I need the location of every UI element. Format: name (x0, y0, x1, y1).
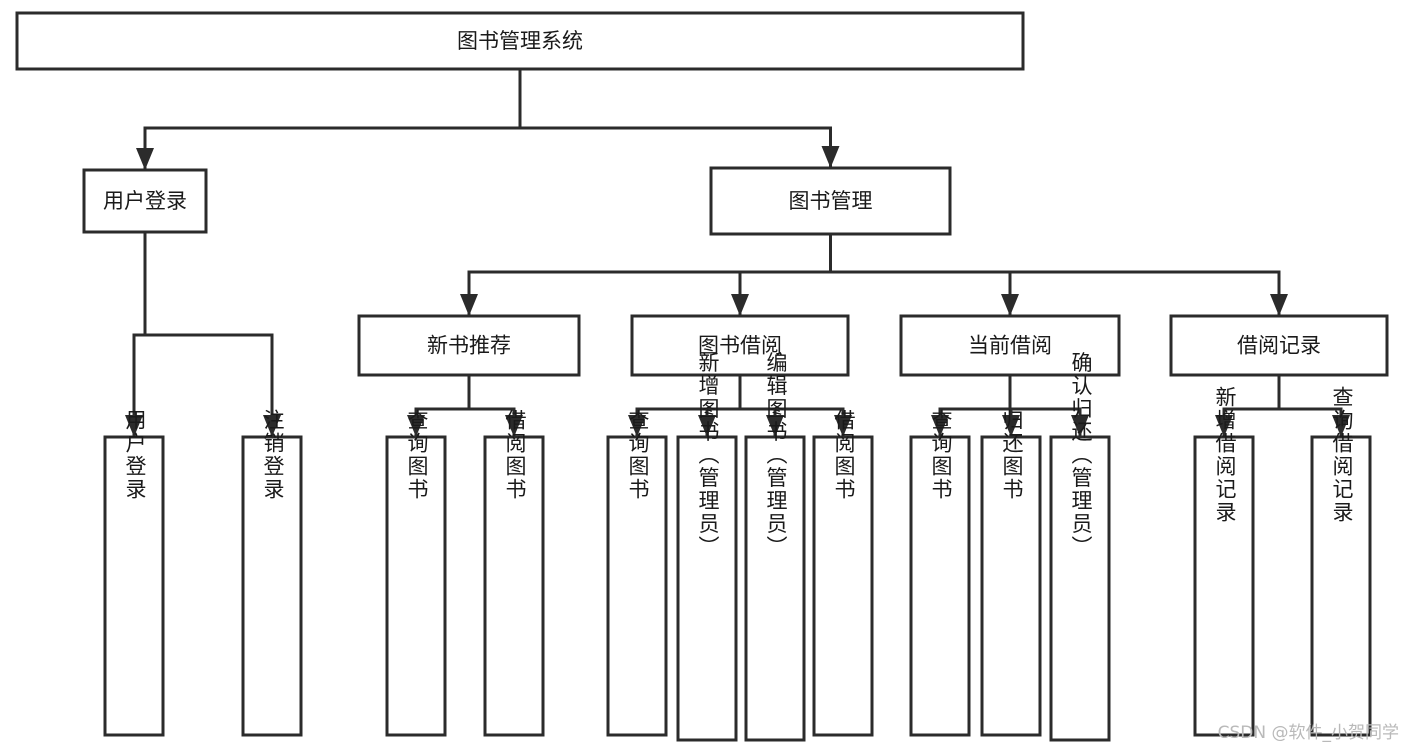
node-box[interactable] (899, 314, 1121, 377)
node-leaf-leaf-user-logout[interactable]: 注销登录 (241, 409, 303, 737)
arrow-head-icon (1215, 415, 1233, 437)
node-leaf-leaf-add-record[interactable]: 新增借阅记录 (1193, 386, 1255, 737)
arrow-head-icon (1270, 294, 1288, 316)
node-leaf-leaf-confirm-return[interactable]: 确认归还（管理员） (1049, 352, 1111, 742)
node-label: 新增借阅记录 (1213, 386, 1237, 524)
node-label: 图书管理 (789, 189, 873, 213)
node-level3-book-borrow[interactable]: 图书借阅 (630, 314, 850, 377)
node-label: 编辑图书（管理员） (764, 352, 788, 559)
node-box[interactable] (676, 435, 738, 742)
node-label: 查询图书 (405, 409, 429, 501)
node-leaf-leaf-query-book-1[interactable]: 查询图书 (385, 409, 447, 737)
connector-layer (125, 67, 1350, 439)
arrow-head-icon (731, 294, 749, 316)
arrow-head-icon (1002, 415, 1020, 437)
node-box[interactable] (1310, 435, 1372, 737)
node-leaf-leaf-add-book[interactable]: 新增图书（管理员） (676, 352, 738, 742)
node-label: 查询图书 (929, 409, 953, 501)
node-box[interactable] (909, 435, 971, 737)
node-label: 借阅图书 (832, 409, 856, 501)
arrow-head-icon (834, 415, 852, 437)
node-box[interactable] (1169, 314, 1389, 377)
node-box[interactable] (483, 435, 545, 737)
node-level3-new-book-rec[interactable]: 新书推荐 (357, 314, 581, 377)
node-root-system[interactable]: 图书管理系统 (15, 11, 1025, 71)
node-leaf-leaf-borrow-book-1[interactable]: 借阅图书 (483, 409, 545, 737)
node-label: 图书管理系统 (457, 29, 583, 53)
node-box[interactable] (15, 11, 1025, 71)
node-box[interactable] (606, 435, 668, 737)
node-box[interactable] (82, 168, 208, 234)
node-layer: 图书管理系统用户登录图书管理新书推荐图书借阅当前借阅借阅记录用户登录注销登录查询… (15, 11, 1389, 742)
node-leaf-leaf-borrow-book-2[interactable]: 借阅图书 (812, 409, 874, 737)
node-level3-borrow-record[interactable]: 借阅记录 (1169, 314, 1389, 377)
node-box[interactable] (630, 314, 850, 377)
node-leaf-leaf-edit-book[interactable]: 编辑图书（管理员） (744, 352, 806, 742)
node-label: 查询图书 (626, 409, 650, 501)
arrow-head-icon (766, 415, 784, 437)
node-label: 查询借阅记录 (1330, 386, 1354, 524)
node-label: 用户登录 (103, 189, 187, 213)
node-label: 归还图书 (1000, 409, 1024, 501)
node-box[interactable] (103, 435, 165, 737)
node-label: 用户登录 (123, 409, 147, 501)
arrow-head-icon (1071, 415, 1089, 437)
node-leaf-leaf-user-login[interactable]: 用户登录 (103, 409, 165, 737)
node-box[interactable] (357, 314, 581, 377)
node-label: 图书借阅 (698, 334, 782, 358)
node-label: 新书推荐 (427, 334, 511, 358)
node-level2-book-manage[interactable]: 图书管理 (709, 166, 952, 236)
node-label: 借阅记录 (1237, 334, 1321, 358)
arrow-head-icon (136, 148, 154, 170)
node-leaf-leaf-query-book-2[interactable]: 查询图书 (606, 409, 668, 737)
node-box[interactable] (241, 435, 303, 737)
node-leaf-leaf-query-record[interactable]: 查询借阅记录 (1310, 386, 1372, 737)
arrow-head-icon (628, 415, 646, 437)
node-box[interactable] (385, 435, 447, 737)
node-box[interactable] (709, 166, 952, 236)
arrow-head-icon (1001, 294, 1019, 316)
watermark-label: CSDN @软件_小贺同学 (1217, 723, 1399, 743)
arrow-head-icon (505, 415, 523, 437)
arrow-head-icon (931, 415, 949, 437)
node-box[interactable] (812, 435, 874, 737)
node-box[interactable] (744, 435, 806, 742)
node-level3-current-borrow[interactable]: 当前借阅 (899, 314, 1121, 377)
node-label: 注销登录 (261, 409, 285, 501)
arrow-head-icon (1332, 415, 1350, 437)
node-leaf-leaf-query-book-3[interactable]: 查询图书 (909, 409, 971, 737)
node-label: 借阅图书 (503, 409, 527, 501)
node-level2-user-login[interactable]: 用户登录 (82, 168, 208, 234)
node-leaf-leaf-return-book[interactable]: 归还图书 (980, 409, 1042, 737)
arrow-head-icon (821, 146, 840, 168)
node-label: 确认归还（管理员） (1069, 352, 1093, 559)
arrow-head-icon (407, 415, 425, 437)
node-label: 当前借阅 (968, 334, 1052, 358)
node-box[interactable] (1049, 435, 1111, 742)
node-box[interactable] (1193, 435, 1255, 737)
arrow-head-icon (125, 415, 143, 437)
node-label: 新增图书（管理员） (696, 352, 720, 559)
arrow-head-icon (698, 415, 716, 437)
node-box[interactable] (980, 435, 1042, 737)
arrow-head-icon (460, 294, 478, 316)
arrow-head-icon (263, 415, 281, 437)
